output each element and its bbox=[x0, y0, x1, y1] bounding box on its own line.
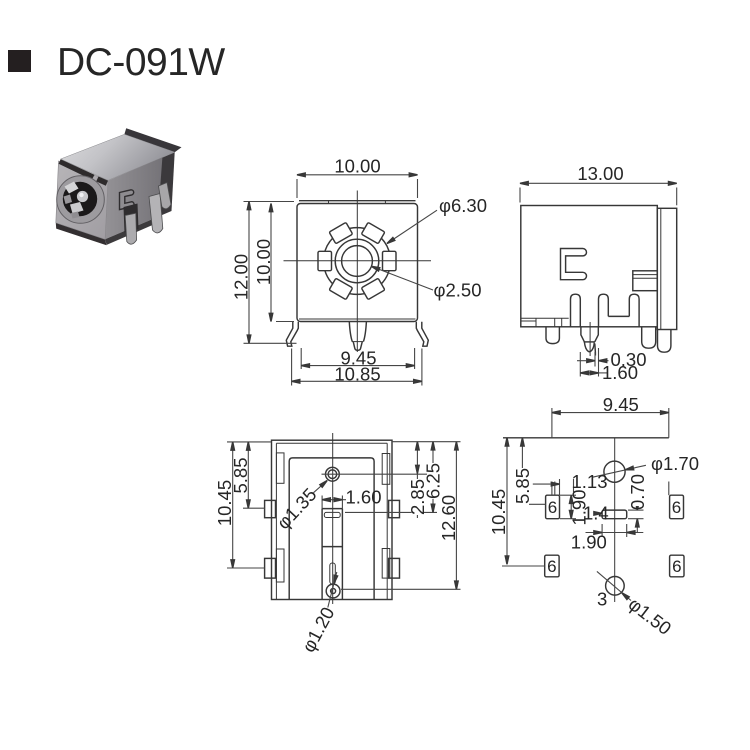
svg-text:DC-091W: DC-091W bbox=[57, 41, 225, 84]
svg-text:6: 6 bbox=[548, 498, 557, 517]
svg-text:2.85: 2.85 bbox=[407, 479, 428, 515]
svg-text:6: 6 bbox=[672, 557, 681, 576]
svg-text:12.60: 12.60 bbox=[438, 495, 459, 541]
svg-text:10.00: 10.00 bbox=[334, 156, 380, 177]
svg-text:6.25: 6.25 bbox=[423, 463, 444, 499]
svg-text:φ2.50: φ2.50 bbox=[434, 280, 482, 301]
svg-text:0.70: 0.70 bbox=[627, 474, 648, 510]
svg-text:0.30: 0.30 bbox=[611, 349, 647, 370]
svg-text:φ6.30: φ6.30 bbox=[439, 195, 487, 216]
svg-text:1.90: 1.90 bbox=[569, 489, 590, 525]
svg-text:9.45: 9.45 bbox=[340, 348, 376, 369]
svg-text:1.90: 1.90 bbox=[571, 532, 607, 553]
svg-text:12.00: 12.00 bbox=[231, 254, 252, 300]
svg-text:φ1.70: φ1.70 bbox=[651, 453, 699, 474]
svg-text:10.45: 10.45 bbox=[488, 489, 509, 535]
svg-text:6: 6 bbox=[672, 498, 681, 517]
svg-text:1.60: 1.60 bbox=[346, 487, 382, 508]
svg-text:5.85: 5.85 bbox=[230, 457, 251, 493]
svg-text:10.45: 10.45 bbox=[214, 480, 235, 526]
svg-text:10.85: 10.85 bbox=[334, 364, 380, 385]
svg-text:10.00: 10.00 bbox=[253, 239, 274, 285]
svg-text:5.85: 5.85 bbox=[512, 468, 533, 504]
svg-text:6: 6 bbox=[547, 557, 556, 576]
svg-text:3: 3 bbox=[597, 589, 607, 610]
svg-text:9.45: 9.45 bbox=[603, 394, 639, 415]
svg-text:1.13: 1.13 bbox=[572, 471, 608, 492]
svg-text:13.00: 13.00 bbox=[577, 163, 623, 184]
svg-text:1.60: 1.60 bbox=[602, 362, 638, 383]
svg-text:1.4: 1.4 bbox=[583, 503, 609, 524]
